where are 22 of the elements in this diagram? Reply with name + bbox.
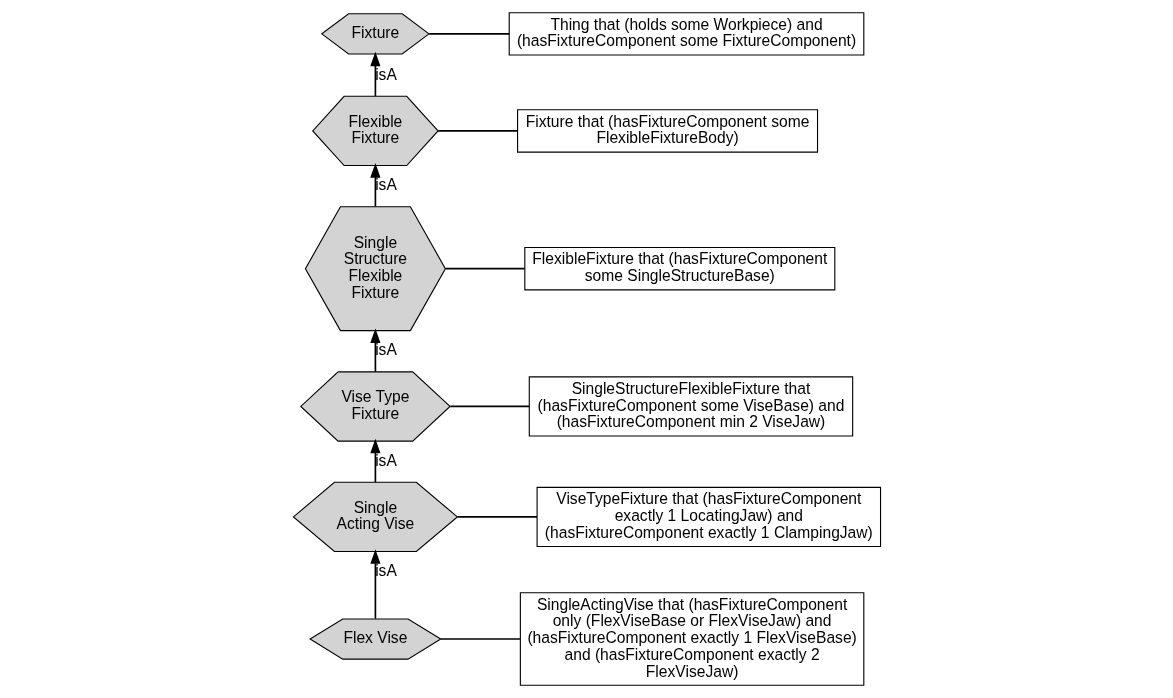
connector <box>456 516 538 518</box>
node-box: Fixture that (hasFixtureComponent some FlexibleFixtureBody) <box>516 109 818 153</box>
node-box: SingleStructureFlexibleFixture that (hasFixtureComponent some ViseBase) and (hasFixtureComponent min 2 ViseJaw) <box>528 376 853 437</box>
arrow <box>369 438 380 483</box>
edge-label: isA <box>374 176 397 194</box>
edge-label: isA <box>374 65 397 83</box>
node-box: FlexibleFixture that (hasFixtureComponent some SingleStructureBase) <box>523 246 835 291</box>
connector <box>436 130 518 132</box>
connector <box>448 405 530 408</box>
edge-label: isA <box>374 562 397 580</box>
node-box: Thing that (holds some Workpiece) and (hasFixtureComponent some FixtureComponent) <box>508 12 864 56</box>
edge-label: isA <box>374 451 397 469</box>
connector <box>427 33 510 35</box>
node-box: ViseTypeFixture that (hasFixtureComponent exactly 1 LocatingJaw) and (hasFixtureComponent exactly 1 ClampingJaw) <box>536 486 881 547</box>
connector <box>439 638 521 640</box>
arrow <box>369 51 380 97</box>
node-box: SingleActingVise that (hasFixtureComponent only (FlexViseBase or FlexViseJaw) and (hasFixtureComponent exactly 1 FlexViseBase) and (hasFixtureComponent exactly 2 FlexViseJaw) <box>519 592 864 686</box>
arrow <box>369 549 380 620</box>
edge-label: isA <box>374 341 397 359</box>
arrow <box>369 163 380 208</box>
connector <box>444 267 526 270</box>
arrow <box>369 328 380 373</box>
